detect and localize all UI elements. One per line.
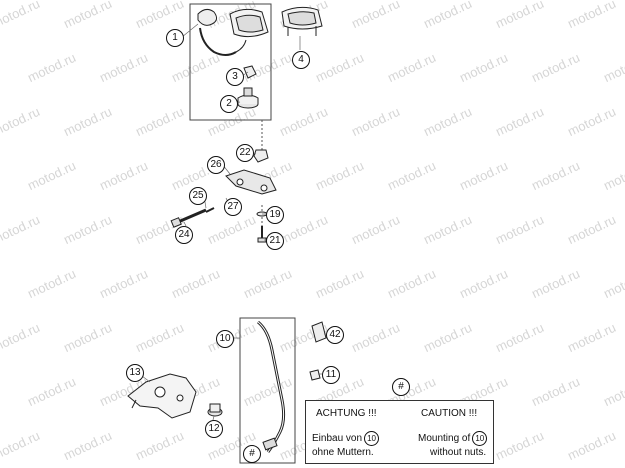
drive-part [237, 87, 259, 109]
bracket-part [225, 169, 277, 195]
notice-en-line1-text: Mounting of [418, 433, 471, 445]
grommet-part [207, 403, 223, 417]
sensor-bracket-part [127, 373, 197, 419]
speedometer-assembly-frame [189, 3, 272, 121]
callout-1: 1 [166, 29, 184, 47]
notice-de-line1-text: Einbau von [312, 433, 363, 445]
cable-clip-part [309, 369, 321, 381]
clip-part [243, 65, 257, 79]
speedometer-part [197, 8, 269, 56]
notice-de-ref-callout: 10 [364, 431, 380, 446]
callout-42: 42 [326, 326, 344, 344]
callout-27: 27 [224, 198, 242, 216]
speedometer-cable-frame [239, 317, 296, 464]
callout-21: 21 [266, 232, 284, 250]
callout-11: 11 [322, 366, 340, 384]
callout-24: 24 [175, 226, 193, 244]
callout-hash-notice: # [392, 378, 410, 396]
notice-en-title: CAUTION !!! [421, 408, 478, 419]
callout-4: 4 [292, 51, 310, 69]
notice-de-title: ACHTUNG !!! [316, 408, 377, 419]
nut-part [253, 149, 269, 163]
callout-2: 2 [220, 95, 238, 113]
speedometer-variant-part [281, 6, 323, 36]
callout-22: 22 [236, 144, 254, 162]
speedometer-cable-part [257, 320, 286, 453]
notice-en-ref-callout: 10 [472, 431, 488, 446]
cover-part [311, 321, 327, 343]
callout-13: 13 [126, 364, 144, 382]
screw-part [257, 226, 267, 243]
callout-26: 26 [207, 156, 225, 174]
callout-25: 25 [189, 187, 207, 205]
notice-en-line2: without nuts. [430, 447, 487, 458]
bolt-part [170, 207, 215, 228]
callout-19: 19 [266, 206, 284, 224]
callout-12: 12 [205, 420, 223, 438]
callout-10: 10 [216, 330, 234, 348]
callout-3: 3 [226, 68, 244, 86]
callout-hash-bottom: # [243, 445, 261, 463]
notice-de-line2: ohne Muttern. [312, 447, 374, 458]
